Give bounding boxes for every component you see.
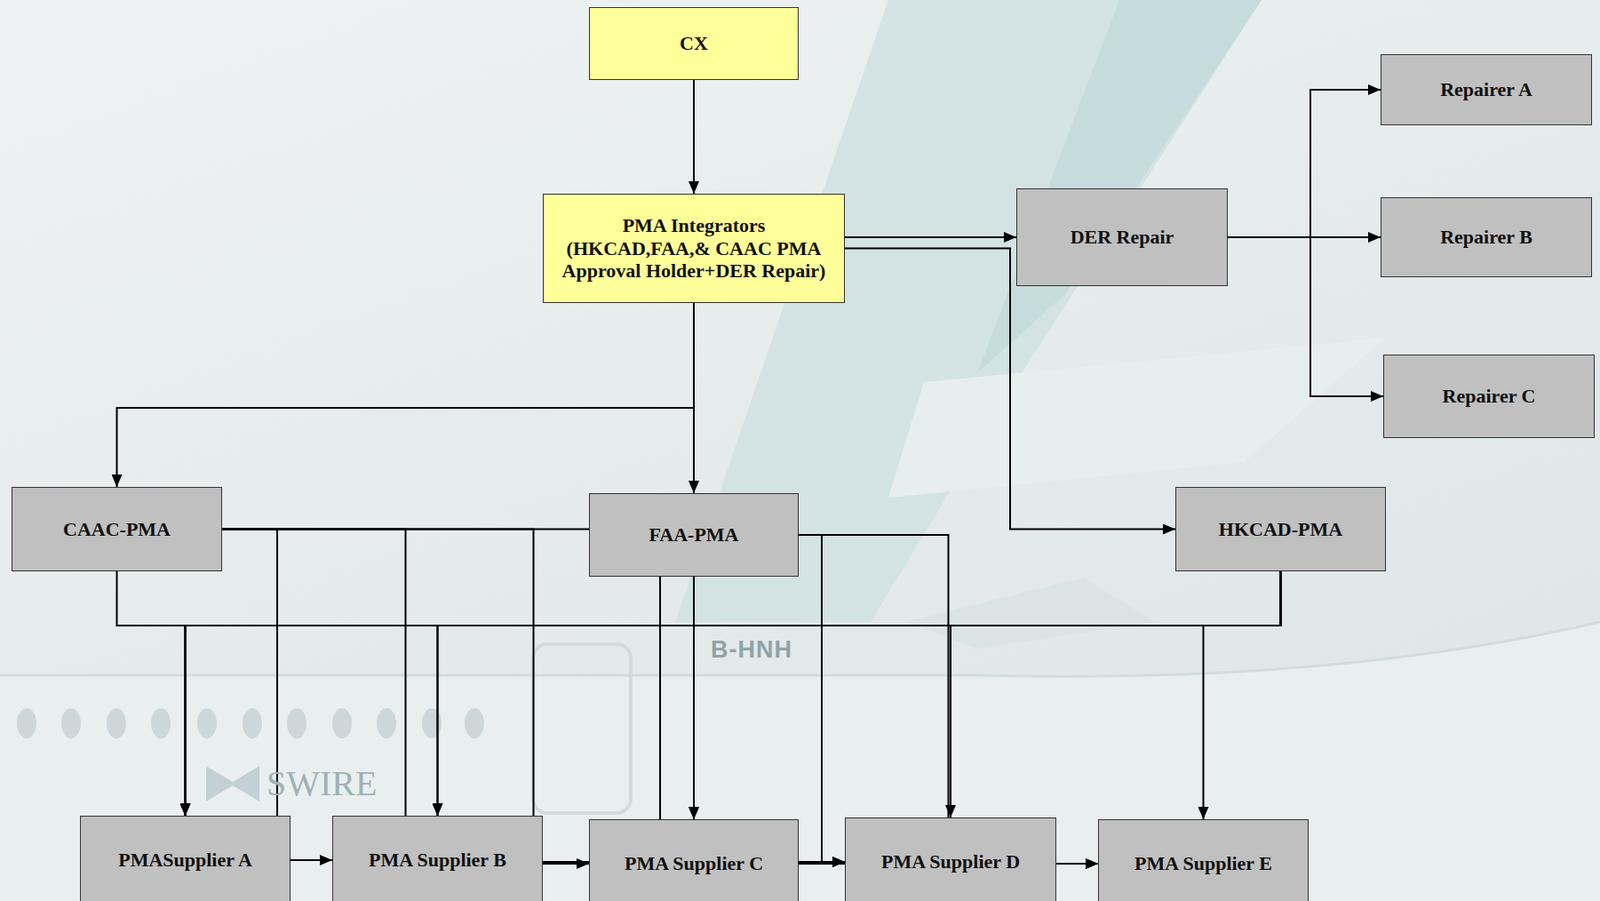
node-text: CX: [679, 31, 709, 56]
node-text: PMA Supplier D: [881, 850, 1020, 874]
approval-box: FAA-PMA: [589, 493, 799, 577]
connector-arrow: [222, 529, 1099, 865]
tail-stripe: [977, 0, 1262, 374]
repairer-box: Repairer B: [1380, 197, 1593, 278]
connector-arrow: [798, 534, 845, 862]
logo-mark: [206, 765, 260, 802]
connector-arrow: [950, 571, 1282, 818]
node-text: PMA Supplier B: [368, 848, 507, 872]
connector-arrow: [222, 529, 845, 863]
connector-arrow: [222, 529, 333, 861]
watermark-text: B-HNH: [710, 636, 793, 664]
supplier-box: PMA Supplier E: [1098, 819, 1309, 901]
node-text: PMA Integrators (HKCAD,FAA,& CAAC PMA Ap…: [555, 214, 833, 284]
connector-arrow: [185, 571, 1282, 816]
supplier-box: PMA Supplier B: [332, 815, 543, 901]
connector-arrow: [437, 571, 1282, 816]
node-text: CAAC-PMA: [63, 517, 171, 542]
process-box: DER Repair: [1016, 188, 1228, 287]
approval-box: CAAC-PMA: [11, 486, 223, 572]
node-text: HKCAD-PMA: [1218, 517, 1343, 542]
connector-arrow: [1203, 571, 1282, 820]
fuselage-edge: [0, 621, 1600, 677]
connector-arrow: [1227, 89, 1381, 238]
connector-arrow: [185, 576, 695, 816]
node-text: PMA Supplier E: [1134, 851, 1273, 876]
wing-shape: [906, 577, 1155, 649]
node-text: Repairer A: [1440, 78, 1533, 102]
node-text: Repairer B: [1440, 225, 1533, 249]
connector-arrow: [798, 534, 1099, 864]
start-box: CX: [589, 7, 799, 80]
connector-arrow: [844, 248, 1176, 530]
connector-arrow: [117, 571, 186, 816]
watermark-text: SWIRE: [266, 762, 377, 804]
approval-box: HKCAD-PMA: [1175, 486, 1386, 572]
connector-arrow: [692, 302, 695, 494]
node-text: PMA Supplier C: [624, 851, 764, 876]
repairer-box: Repairer C: [1383, 354, 1595, 438]
window-row: [16, 708, 485, 739]
supplier-box: PMASupplier A: [79, 815, 291, 901]
supplier-box: PMA Supplier C: [589, 819, 799, 901]
node-text: FAA-PMA: [649, 523, 740, 547]
integrator-box: PMA Integrators (HKCAD,FAA,& CAAC PMA Ap…: [542, 193, 845, 303]
connector-arrow: [117, 302, 695, 487]
node-text: Repairer C: [1442, 384, 1537, 408]
node-text: PMASupplier A: [118, 848, 253, 872]
connector-arrow: [692, 79, 695, 194]
connector-arrow: [437, 576, 695, 816]
door-outline: [533, 644, 631, 813]
connector-arrow: [1227, 237, 1384, 397]
repairer-box: Repairer A: [1380, 54, 1593, 126]
connector-arrow: [693, 571, 1282, 820]
node-text: DER Repair: [1070, 225, 1175, 249]
supplier-box: PMA Supplier D: [844, 817, 1057, 901]
connector-arrow: [844, 236, 1017, 239]
fuselage: [0, 621, 1600, 901]
